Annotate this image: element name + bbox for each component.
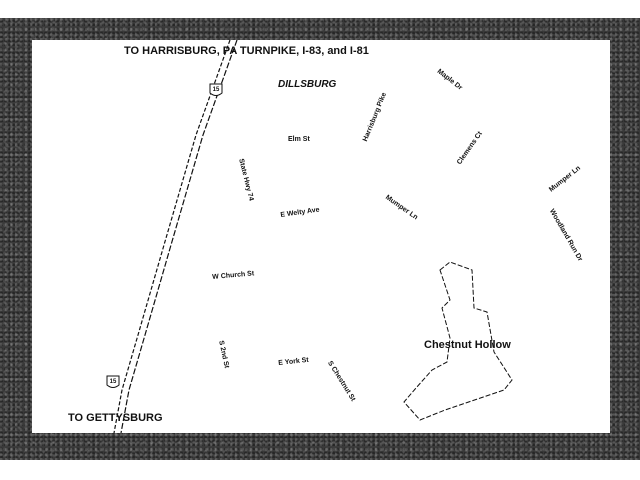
- highway-15-west-edge: [113, 40, 231, 433]
- route-15-shield-south: [106, 375, 120, 388]
- route-15-shield-north: [209, 83, 223, 96]
- highway-15-east-edge: [120, 40, 238, 433]
- chestnut-hollow-boundary: [403, 261, 513, 421]
- street-elm-st: Elm St: [288, 136, 310, 143]
- map-panel: 15 15 TO HARRISBURG, PA TURNPIKE, I-83, …: [32, 40, 610, 433]
- north-route-label: TO HARRISBURG, PA TURNPIKE, I-83, and I-…: [124, 45, 369, 57]
- map-canvas: [106, 40, 513, 433]
- south-route-label: TO GETTYSBURG: [68, 412, 163, 424]
- route-15-shield-north-label: 15: [212, 87, 220, 93]
- route-15-shield-south-label: 15: [109, 379, 117, 385]
- town-label: DILLSBURG: [278, 79, 337, 90]
- development-label: Chestnut Hollow: [424, 339, 511, 351]
